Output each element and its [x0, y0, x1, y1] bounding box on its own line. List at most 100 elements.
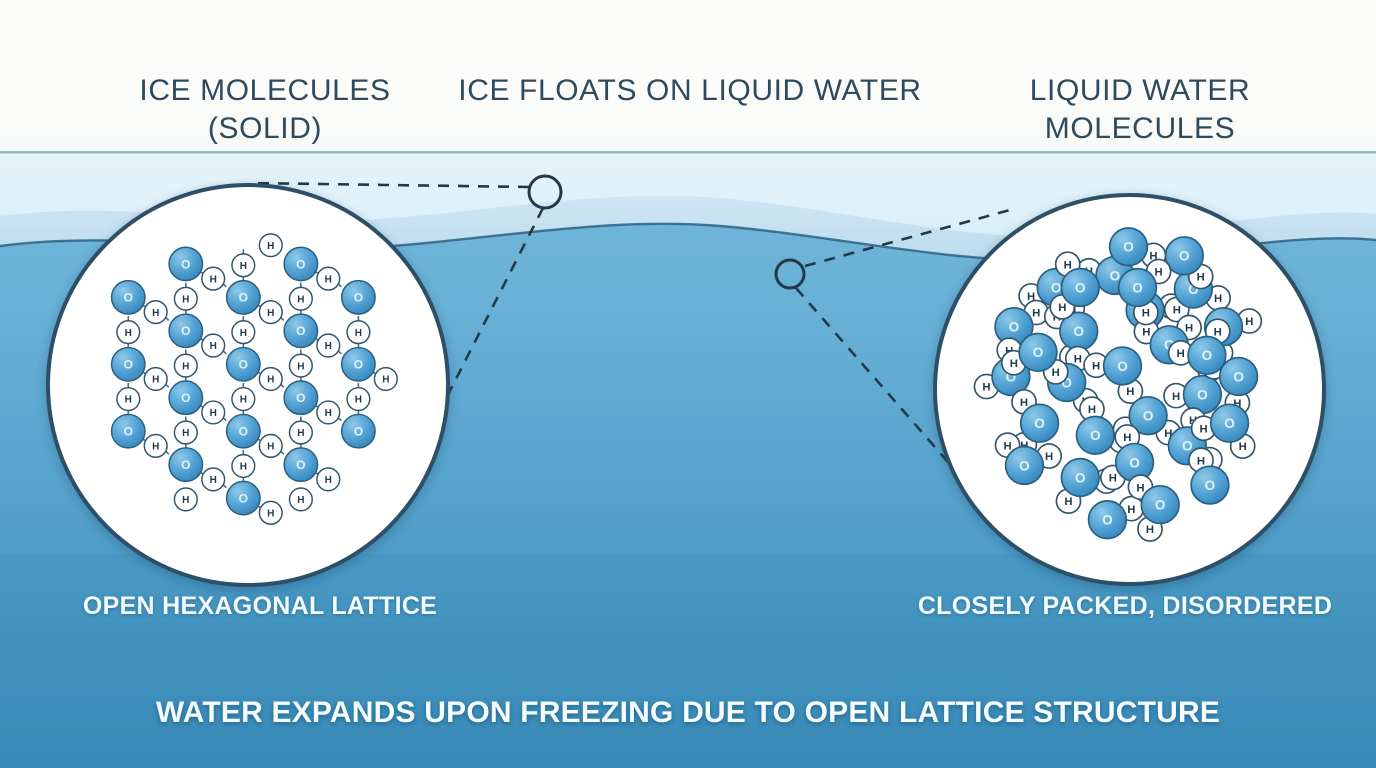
hydrogen-label: H: [1109, 473, 1117, 485]
header-band: [0, 0, 1376, 153]
oxygen-label: O: [1132, 280, 1143, 295]
oxygen-atom: [110, 413, 146, 449]
hydrogen-atom: [201, 333, 226, 358]
oxygen-atom: [1187, 335, 1227, 376]
oxygen-label: O: [1075, 470, 1086, 485]
heading-main-title: ICE FLOATS ON LIQUID WATER: [458, 74, 922, 107]
oxygen-label: O: [1197, 387, 1208, 402]
oxygen-label: O: [1182, 439, 1193, 454]
oxygen-label: O: [181, 324, 190, 338]
oxygen-label: O: [296, 324, 305, 338]
hydrogen-atom: [143, 366, 168, 392]
hydrogen-label: H: [1149, 251, 1157, 263]
hydrogen-atom: [201, 400, 226, 425]
hydrogen-label: H: [152, 375, 159, 386]
hydrogen-label: H: [297, 428, 304, 439]
hydrogen-label: H: [1126, 386, 1134, 398]
heading-ice-molecules: ICE MOLECULES (SOLID): [139, 74, 391, 145]
oxygen-label: O: [1224, 416, 1235, 431]
hydrogen-atom: [258, 366, 283, 392]
hydrogen-atom: [258, 233, 283, 258]
hydrogen-label: H: [152, 308, 159, 319]
oxygen-atom: [110, 279, 146, 315]
hydrogen-label: H: [1239, 441, 1247, 453]
hydrogen-label: H: [1045, 451, 1053, 463]
oxygen-atom: [168, 380, 204, 416]
hydrogen-label: H: [240, 261, 247, 272]
hydrogen-label: H: [1010, 358, 1018, 370]
oxygen-label: O: [296, 257, 305, 271]
hydrogen-atom: [201, 467, 226, 492]
oxygen-label: O: [1006, 369, 1017, 384]
oxygen-atom: [168, 447, 204, 483]
hydrogen-atom: [143, 299, 168, 325]
magnifier-liquid-water[interactable]: HHOHHOHHOHHOHHOHHOHHOHHOHHOHHOHHOHHOHHOH…: [933, 193, 1326, 586]
hydrogen-label: H: [182, 428, 189, 439]
hydrogen-atom: [316, 266, 341, 291]
oxygen-atom: [1102, 346, 1143, 386]
hydrogen-label: H: [210, 341, 217, 352]
hydrogen-label: H: [982, 382, 990, 394]
oxygen-atom: [1018, 332, 1058, 373]
oxygen-label: O: [181, 257, 190, 271]
hydrogen-label: H: [267, 442, 274, 453]
hydrogen-label: H: [1172, 391, 1180, 403]
hydrogen-label: H: [1164, 428, 1172, 440]
hydrogen-label: H: [1245, 316, 1253, 328]
oxygen-label: O: [1123, 240, 1134, 255]
hydrogen-atom: [116, 386, 141, 412]
hydrogen-label: H: [325, 274, 332, 285]
oxygen-atom: [168, 246, 204, 282]
oxygen-label: O: [239, 291, 248, 305]
hydrogen-label: H: [240, 462, 247, 473]
oxygen-atom: [1108, 227, 1149, 267]
oxygen-atom: [1060, 267, 1100, 308]
hydrogen-label: H: [297, 361, 304, 372]
hydrogen-atom: [231, 386, 256, 412]
hydrogen-label: H: [1146, 524, 1154, 536]
hydrogen-label: H: [152, 442, 159, 453]
hydrogen-label: H: [1214, 293, 1222, 305]
hydrogen-label: H: [1058, 302, 1066, 314]
oxygen-label: O: [1009, 320, 1020, 335]
hydrogen-label: H: [1142, 327, 1150, 339]
hydrogen-label: H: [1173, 305, 1181, 317]
oxygen-atom: [340, 279, 376, 315]
oxygen-label: O: [1205, 478, 1216, 493]
oxygen-label: O: [1019, 458, 1030, 473]
oxygen-label: O: [1143, 409, 1154, 424]
oxygen-label: O: [181, 391, 190, 405]
oxygen-label: O: [1129, 455, 1140, 470]
oxygen-label: O: [1233, 369, 1244, 384]
oxygen-atom: [110, 346, 146, 382]
hydrogen-label: H: [382, 375, 389, 386]
oxygen-label: O: [1179, 249, 1190, 264]
hydrogen-label: H: [1177, 348, 1185, 360]
hydrogen-label: H: [1233, 398, 1241, 410]
hydrogen-label: H: [125, 328, 132, 339]
oxygen-atom: [340, 413, 376, 449]
oxygen-label: O: [1155, 498, 1166, 513]
hydrogen-label: H: [1200, 423, 1208, 435]
oxygen-label: O: [354, 425, 363, 439]
oxygen-label: O: [296, 391, 305, 405]
oxygen-atom: [1128, 395, 1168, 436]
caption-open-hexagonal-lattice: OPEN HEXAGONAL LATTICE: [82, 592, 438, 620]
caption-closely-packed-disordered: CLOSELY PACKED, DISORDERED: [917, 592, 1333, 620]
oxygen-label: O: [1073, 324, 1084, 339]
hydrogen-label: H: [1214, 326, 1222, 338]
hydrogen-label: H: [182, 294, 189, 305]
oxygen-label: O: [1110, 268, 1121, 283]
oxygen-atom: [168, 313, 204, 349]
hydrogen-label: H: [1154, 267, 1162, 279]
oxygen-atom: [283, 380, 319, 416]
hydrogen-label: H: [1003, 440, 1011, 452]
oxygen-label: O: [1033, 345, 1044, 360]
oxygen-atom: [225, 279, 261, 315]
water-depth-shading: [0, 554, 1376, 768]
hydrogen-label: H: [267, 308, 274, 319]
oxygen-atom: [283, 246, 319, 282]
hydrogen-label: H: [267, 508, 274, 519]
